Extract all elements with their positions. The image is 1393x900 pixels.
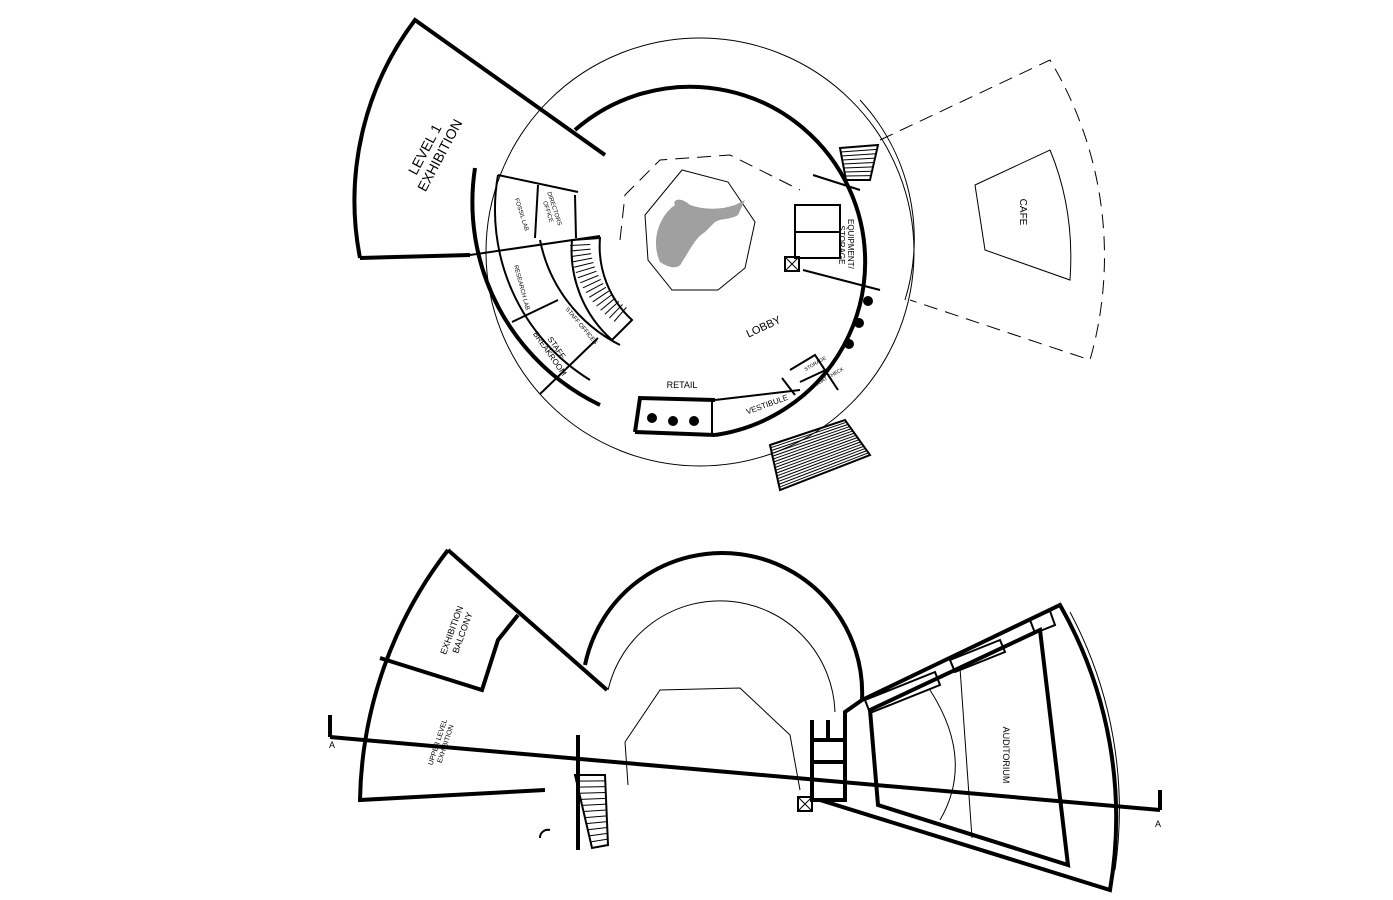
stair-tread xyxy=(777,445,864,480)
stair-tread xyxy=(771,423,849,452)
section-line xyxy=(329,735,1161,812)
stair-tread xyxy=(774,434,857,466)
upper-elevator xyxy=(797,796,813,812)
label-fossil-lab: FOSSIL LAB xyxy=(513,198,529,232)
auditorium-stairs xyxy=(863,609,1057,715)
door-swing xyxy=(539,828,551,839)
stair-tread xyxy=(775,439,860,471)
label-directors-office: DIRECTORS OFFICE xyxy=(539,191,563,230)
label-lobby: LOBBY xyxy=(745,314,784,341)
label-auditorium: AUDITORIUM xyxy=(1001,727,1011,784)
north-stair-treads xyxy=(840,148,878,177)
stair-tread xyxy=(776,443,863,477)
stair-tread xyxy=(583,809,607,812)
core-walls xyxy=(810,698,864,802)
stair-tread xyxy=(587,827,608,831)
label-retail: RETAIL xyxy=(667,380,698,390)
west-stair-treads xyxy=(576,780,608,843)
stair-tread xyxy=(844,170,873,173)
storage-coatcheck-walls xyxy=(781,353,839,396)
west-rooms-outer-wall xyxy=(470,167,601,407)
stair-tread xyxy=(579,792,606,794)
label-equipment-storage: EQUIPMENT/ STORAGE xyxy=(837,219,855,271)
label-exhibition-balcony: EXHIBITION BALCONY xyxy=(438,602,476,659)
label-staff-breakroom: STAFF BREAKROOM xyxy=(531,325,576,378)
stair-tread xyxy=(772,430,853,460)
level-1-exhibition-walls xyxy=(352,17,607,260)
upper-exhibition-walls xyxy=(357,548,609,803)
label-research-lab: RESEARCH LAB xyxy=(512,265,530,311)
columns xyxy=(647,296,873,426)
west-rooms-inner-wall xyxy=(539,239,621,346)
stair-tread xyxy=(582,803,607,806)
inner-terrace-ring xyxy=(859,99,915,301)
cafe-terrace-outline xyxy=(879,59,1105,361)
stair-tread xyxy=(589,832,608,837)
south-entry-stair xyxy=(768,418,872,492)
section-label-left: A xyxy=(329,740,335,750)
stair-tread xyxy=(770,421,847,449)
stair-tread xyxy=(577,786,606,788)
gallery-arc-wall xyxy=(583,551,865,701)
restroom-walls xyxy=(794,174,881,291)
vestibule-walls xyxy=(711,389,801,435)
north-stair xyxy=(838,143,880,181)
stair-tread xyxy=(776,441,861,474)
gallery-inner-arc xyxy=(607,600,836,713)
label-level-1-exhibition: LEVEL 1 EXHIBITION xyxy=(400,109,466,194)
stair-tread xyxy=(590,838,608,843)
stair-tread xyxy=(840,148,878,153)
stair-tread xyxy=(771,426,850,454)
auditorium-outer-walls xyxy=(819,602,1119,893)
label-cafe: CAFE xyxy=(1017,199,1028,226)
dolphin-sculpture xyxy=(655,199,745,268)
stair-tread xyxy=(842,157,876,161)
auditorium-inner-walls xyxy=(867,627,1071,868)
south-stair-treads xyxy=(770,421,869,488)
mezzanine-edge xyxy=(619,154,801,241)
level-2-plan: A A EXHIBITION BALCONY UPPER LEVEL EXHIB… xyxy=(328,548,1162,893)
section-line-ticks xyxy=(328,715,1162,810)
stair-tread xyxy=(843,166,874,169)
main-ring-wall xyxy=(573,84,868,437)
room-partitions xyxy=(469,174,601,395)
stair-tread xyxy=(777,447,866,483)
balcony-walls xyxy=(379,613,520,693)
retail-front-wall xyxy=(633,395,716,437)
stair-tread xyxy=(580,797,607,800)
stair-tread xyxy=(773,432,855,463)
label-upper-level-exhibition: UPPER LEVEL EXHIBITION xyxy=(428,717,458,769)
sculpture-octagon xyxy=(644,169,756,291)
section-label-right: A xyxy=(1155,819,1161,829)
stair-tread xyxy=(778,450,868,485)
curved-stair xyxy=(570,236,634,342)
stair-tread xyxy=(842,162,875,165)
west-rooms-wall xyxy=(493,174,591,381)
elevator-cross xyxy=(784,256,800,272)
stair-tread xyxy=(772,428,852,457)
elevator xyxy=(784,256,800,272)
stair-tread xyxy=(586,821,608,825)
stage-lines xyxy=(929,667,973,839)
stair-tread xyxy=(779,452,869,488)
stair-tread xyxy=(774,437,858,468)
stair-tread xyxy=(584,815,607,819)
level-1-plan: LEVEL 1 EXHIBITION FOSSIL LAB DIRECTORS … xyxy=(352,17,1105,492)
stair-tread xyxy=(841,153,877,157)
upper-elevator-cross xyxy=(797,796,813,812)
cafe-building xyxy=(974,149,1072,281)
auditorium-outer-line xyxy=(1069,611,1120,871)
